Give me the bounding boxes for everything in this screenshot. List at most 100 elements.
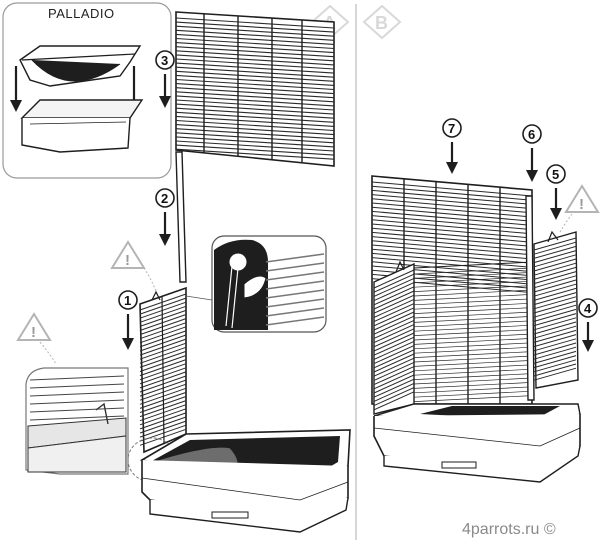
wire-bar [139,297,187,315]
wire-bar [373,319,415,339]
warning-leader-b1 [559,213,573,233]
wire-bar [371,194,533,210]
tray-b-base [383,445,581,483]
wire-bar [413,267,533,275]
wire-bar [373,361,415,381]
watermark: 4parrots.ru © [462,521,556,538]
step-3-badge [155,50,175,70]
wire-bar [373,340,415,360]
wire-bar [175,87,335,99]
wire-bar [413,294,533,301]
warning-leader-a2 [39,341,57,365]
wire-bar [413,316,533,323]
wire-bar [175,148,335,160]
wire-bar [371,244,533,260]
step-7-arrow-head [446,162,458,174]
panel-b-badge [362,4,402,40]
corner-detail-clip [95,402,109,425]
wire-bar [533,283,577,297]
step-4-badge [578,298,598,318]
wire-bar [175,42,335,54]
cage-left-wires [373,269,415,411]
wire-bar [371,198,533,214]
wire-bar [29,383,125,389]
step-4-arrow-head [582,340,594,352]
wire-bar [373,332,415,352]
wire-bar [533,296,577,310]
wire-bar [373,294,415,314]
wire-bar [175,95,335,107]
tray-b-seam [373,427,581,447]
wire-bar [533,241,577,255]
wire-bar [413,302,533,310]
wire-bar [533,363,577,377]
wire-bar [533,287,577,301]
wire-bar [265,280,325,290]
assembled-cage [371,175,579,415]
wire-bar [533,308,577,322]
step-3-arrow-head [159,96,171,108]
wire-bar [175,50,335,62]
wire-bar [175,37,335,50]
warning-icon-a2 [16,312,52,341]
wire-bar [139,314,187,331]
base-tray-a [139,429,351,533]
back-wire-panel [175,11,335,167]
step-6-badge [522,124,542,144]
step-2-badge [155,188,175,208]
wire-bar [373,273,415,293]
side-panel-hook [151,290,161,301]
wire-bar [139,293,187,311]
side-wire-panel [139,286,187,454]
wire-bar [413,276,533,284]
wire-bar [413,360,533,367]
wire-bar [373,366,415,386]
wire-bar [533,321,577,335]
wire-bar [373,370,415,390]
wire-bar [373,353,415,373]
wire-bar [413,285,533,292]
cage-left-hook [395,260,405,273]
wire-bar [413,324,533,332]
wire-bar [139,305,187,323]
wire-bar [371,202,533,218]
wire-bar [371,265,533,281]
wire-bar [373,391,415,411]
wire-bar [265,253,325,263]
wire-bar [533,342,577,356]
wire-bar [373,315,415,335]
wire-bar [371,248,533,264]
step-7-number: 7 [448,121,455,136]
wire-bar [175,29,335,41]
wire-bar [139,301,187,319]
cage-corner-post [525,195,535,401]
product-label: PALLADIO [48,6,115,21]
wire-bar [175,74,335,86]
wire-bar [533,359,577,373]
wire-bar [139,408,187,426]
tray-a-drawer-handle [211,511,249,519]
wire-bar [265,262,325,272]
wire-bar [371,252,533,268]
wire-bar [175,119,335,132]
wire-bar [29,391,125,397]
wire-bar [175,25,335,37]
detail-hook [243,275,267,299]
detail-callout [185,235,327,333]
wire-bar [371,181,533,197]
wire-bar [175,124,335,136]
wire-bar [413,280,533,288]
wire-bar [175,33,335,45]
wire-bar [413,355,533,363]
cage-front-wires [413,267,533,402]
wire-bar [29,407,125,413]
wire-bar [371,231,533,247]
tray-b-drawer-handle [441,461,477,469]
wire-bar [533,237,577,251]
wire-bar [175,91,335,103]
wire-bar [533,313,577,327]
panel-b-letter: B [375,13,388,33]
wire-bar [175,103,335,115]
wire-bar [413,307,533,314]
